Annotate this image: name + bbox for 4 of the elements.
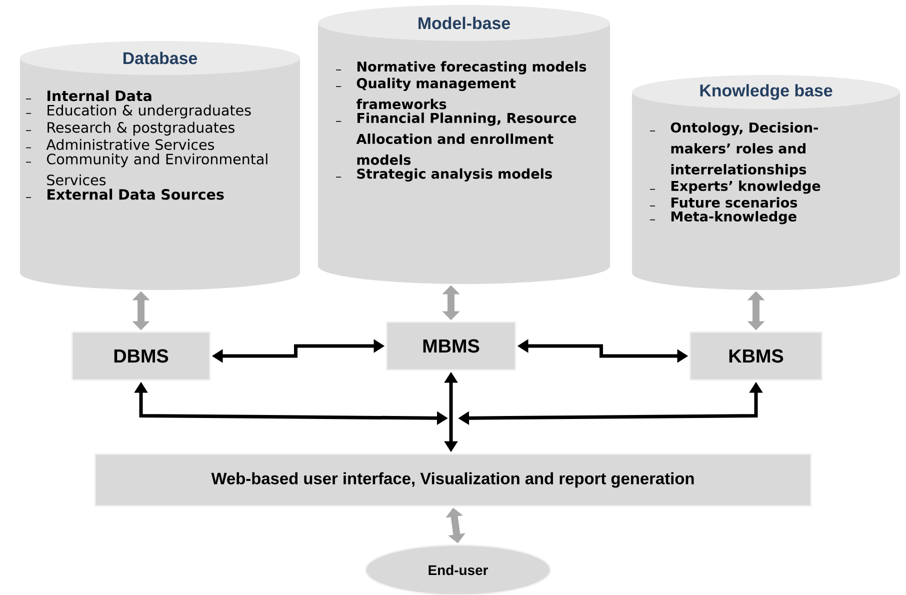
process-box: MBMS <box>386 321 516 371</box>
process-box: Web-based user interface, Visualization and report generation <box>94 453 812 507</box>
process-box: KBMS <box>689 331 823 381</box>
process-box: DBMS <box>71 331 211 381</box>
